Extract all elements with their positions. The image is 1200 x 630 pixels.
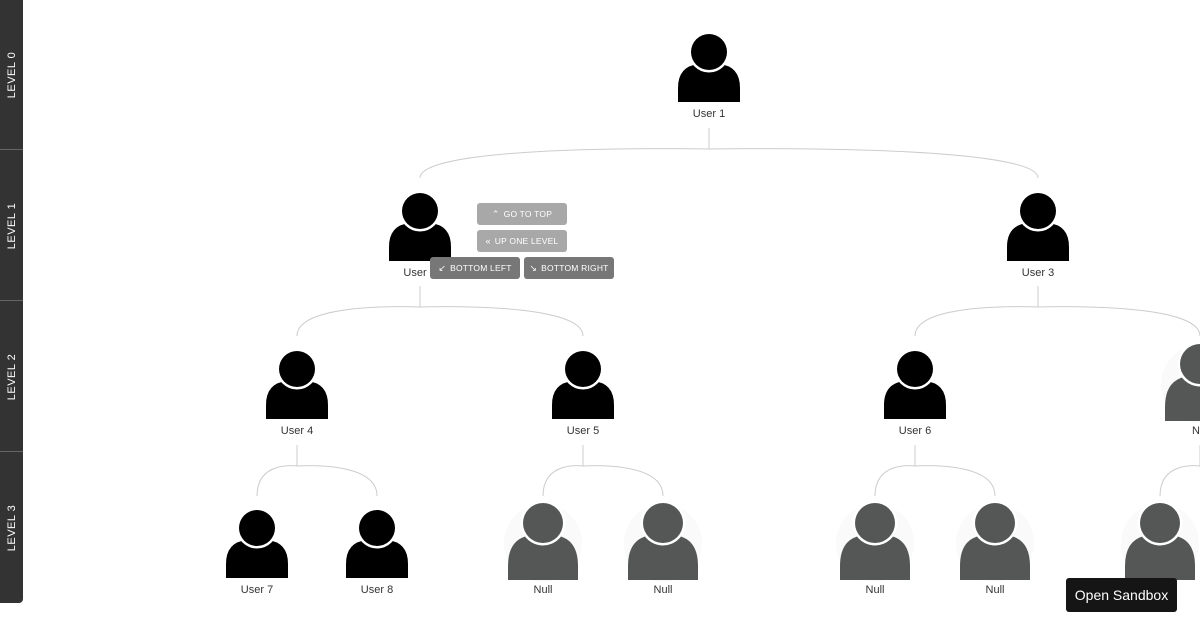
user-icon [678, 31, 740, 102]
person-body [628, 535, 698, 580]
person-body [552, 381, 614, 419]
bottom-left-button[interactable]: ↙ BOTTOM LEFT [430, 257, 520, 279]
person-head [643, 503, 683, 543]
person-head [279, 351, 315, 387]
node-label-null-level2: N [1192, 425, 1200, 437]
level-band-2: LEVEL 2 [0, 302, 23, 452]
null-user-icon [836, 500, 914, 582]
bottom-right-label: BOTTOM RIGHT [541, 263, 609, 273]
person-body [508, 535, 578, 580]
person-body [840, 535, 910, 580]
double-chevron-up-icon: « [485, 235, 491, 246]
level-band-1: LEVEL 1 [0, 151, 23, 301]
person-body [884, 381, 946, 419]
connector-arc-3 [256, 465, 378, 497]
node-label-user-6: User 6 [898, 425, 932, 437]
person-head [691, 34, 727, 70]
node-label-user-1: User 1 [692, 108, 726, 120]
null-user-icon [504, 500, 582, 582]
connector-arc-0 [419, 148, 1039, 179]
open-sandbox-button[interactable]: Open Sandbox [1066, 578, 1177, 612]
up-one-level-button[interactable]: « UP ONE LEVEL [477, 230, 567, 252]
go-to-top-button[interactable]: ⌃ GO TO TOP [477, 203, 567, 225]
person-body [389, 223, 451, 261]
node-label-user-2: User [403, 267, 427, 279]
level-band-0: LEVEL 0 [0, 0, 23, 150]
node-label-null-d: Null [985, 584, 1005, 596]
person-head [1140, 503, 1180, 543]
person-body [960, 535, 1030, 580]
arrow-down-left-icon: ↙ [438, 262, 447, 273]
person-head [1020, 193, 1056, 229]
user-icon [552, 348, 614, 419]
person-body [1165, 376, 1200, 421]
person-body [226, 540, 288, 578]
person-head [523, 503, 563, 543]
node-label-user-3: User 3 [1021, 267, 1055, 279]
node-label-null-c: Null [865, 584, 885, 596]
node-label-user-4: User 4 [280, 425, 314, 437]
arrow-down-right-icon: ↘ [529, 262, 538, 273]
person-body [678, 64, 740, 102]
person-head [239, 510, 275, 546]
null-user-icon [624, 500, 702, 582]
node-label-user-7: User 7 [240, 584, 274, 596]
person-body [1125, 535, 1195, 580]
null-user-icon [956, 500, 1034, 582]
person-head [897, 351, 933, 387]
node-label-user-8: User 8 [360, 584, 394, 596]
person-head [855, 503, 895, 543]
chevron-up-icon: ⌃ [491, 208, 500, 219]
node-label-null-b: Null [653, 584, 673, 596]
connector-arc-4 [542, 465, 664, 497]
person-head [359, 510, 395, 546]
node-label-user-5: User 5 [566, 425, 600, 437]
bottom-left-label: BOTTOM LEFT [450, 263, 512, 273]
user-icon [346, 507, 408, 578]
person-head [1180, 344, 1200, 384]
person-body [266, 381, 328, 419]
null-user-icon [1161, 341, 1200, 423]
user-icon [226, 507, 288, 578]
user-icon [266, 348, 328, 419]
person-head [975, 503, 1015, 543]
person-body [1007, 223, 1069, 261]
person-head [402, 193, 438, 229]
connector-arc-2 [914, 306, 1200, 337]
connector-arc-6 [1159, 465, 1200, 497]
user-icon [1007, 190, 1069, 261]
go-to-top-label: GO TO TOP [503, 209, 553, 219]
level-sidebar: LEVEL 0 LEVEL 1 LEVEL 2 LEVEL 3 [0, 0, 23, 603]
person-body [346, 540, 408, 578]
connector-arc-5 [874, 465, 996, 497]
bottom-right-button[interactable]: ↘ BOTTOM RIGHT [524, 257, 614, 279]
node-label-null-a: Null [533, 584, 553, 596]
null-user-icon [1121, 500, 1199, 582]
user-icon [389, 190, 451, 261]
connector-arc-1 [296, 306, 584, 337]
up-one-level-label: UP ONE LEVEL [494, 236, 559, 246]
person-head [565, 351, 601, 387]
user-icon [884, 348, 946, 419]
